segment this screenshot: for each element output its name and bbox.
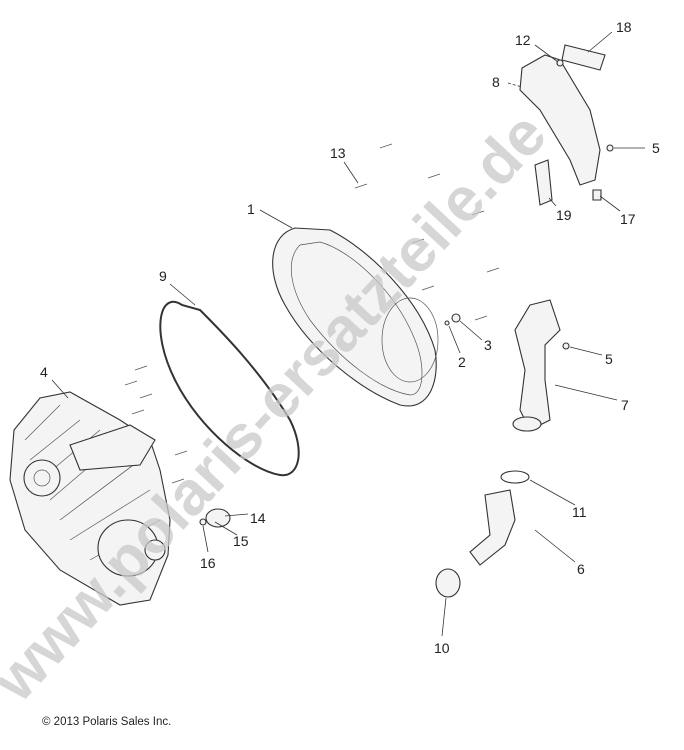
copyright-text: © 2013 Polaris Sales Inc. (42, 716, 172, 728)
callout-14: 14 (250, 510, 266, 526)
leader-lines (51, 31, 645, 637)
part-10-cap (435, 568, 461, 598)
callout-1: 1 (247, 201, 255, 217)
part-3-nut (451, 313, 461, 323)
callout-15: 15 (233, 533, 249, 549)
part-6-boot (469, 489, 516, 566)
part-11-clamp (500, 470, 530, 484)
part-14-washer (205, 508, 231, 528)
callout-labels: 18 12 8 5 13 19 17 1 9 3 2 5 7 4 11 14 1… (40, 19, 660, 656)
part-2-pin (444, 320, 450, 326)
part-9-belt (159, 300, 300, 477)
part-8-duct (519, 44, 614, 206)
part-16-screw (199, 518, 207, 526)
callout-13: 13 (330, 145, 346, 161)
bolts-group (124, 143, 500, 484)
callout-6: 6 (577, 561, 585, 577)
part-1-inner-cover (272, 227, 439, 407)
part-7-duct (512, 299, 570, 432)
callout-11: 11 (572, 504, 587, 520)
callout-10: 10 (434, 640, 450, 656)
callout-19: 19 (556, 207, 572, 223)
callout-4: 4 (40, 364, 48, 380)
callout-5: 5 (652, 140, 660, 156)
part-4-outer-cover (9, 391, 171, 606)
callout-17: 17 (620, 211, 636, 227)
callout-12: 12 (515, 32, 531, 48)
callout-3: 3 (484, 337, 492, 353)
callout-18: 18 (616, 19, 632, 35)
callout-5: 5 (605, 351, 613, 367)
callout-7: 7 (621, 397, 629, 413)
callout-9: 9 (159, 268, 167, 284)
callout-8: 8 (492, 74, 500, 90)
callout-2: 2 (458, 354, 466, 370)
callout-16: 16 (200, 555, 216, 571)
